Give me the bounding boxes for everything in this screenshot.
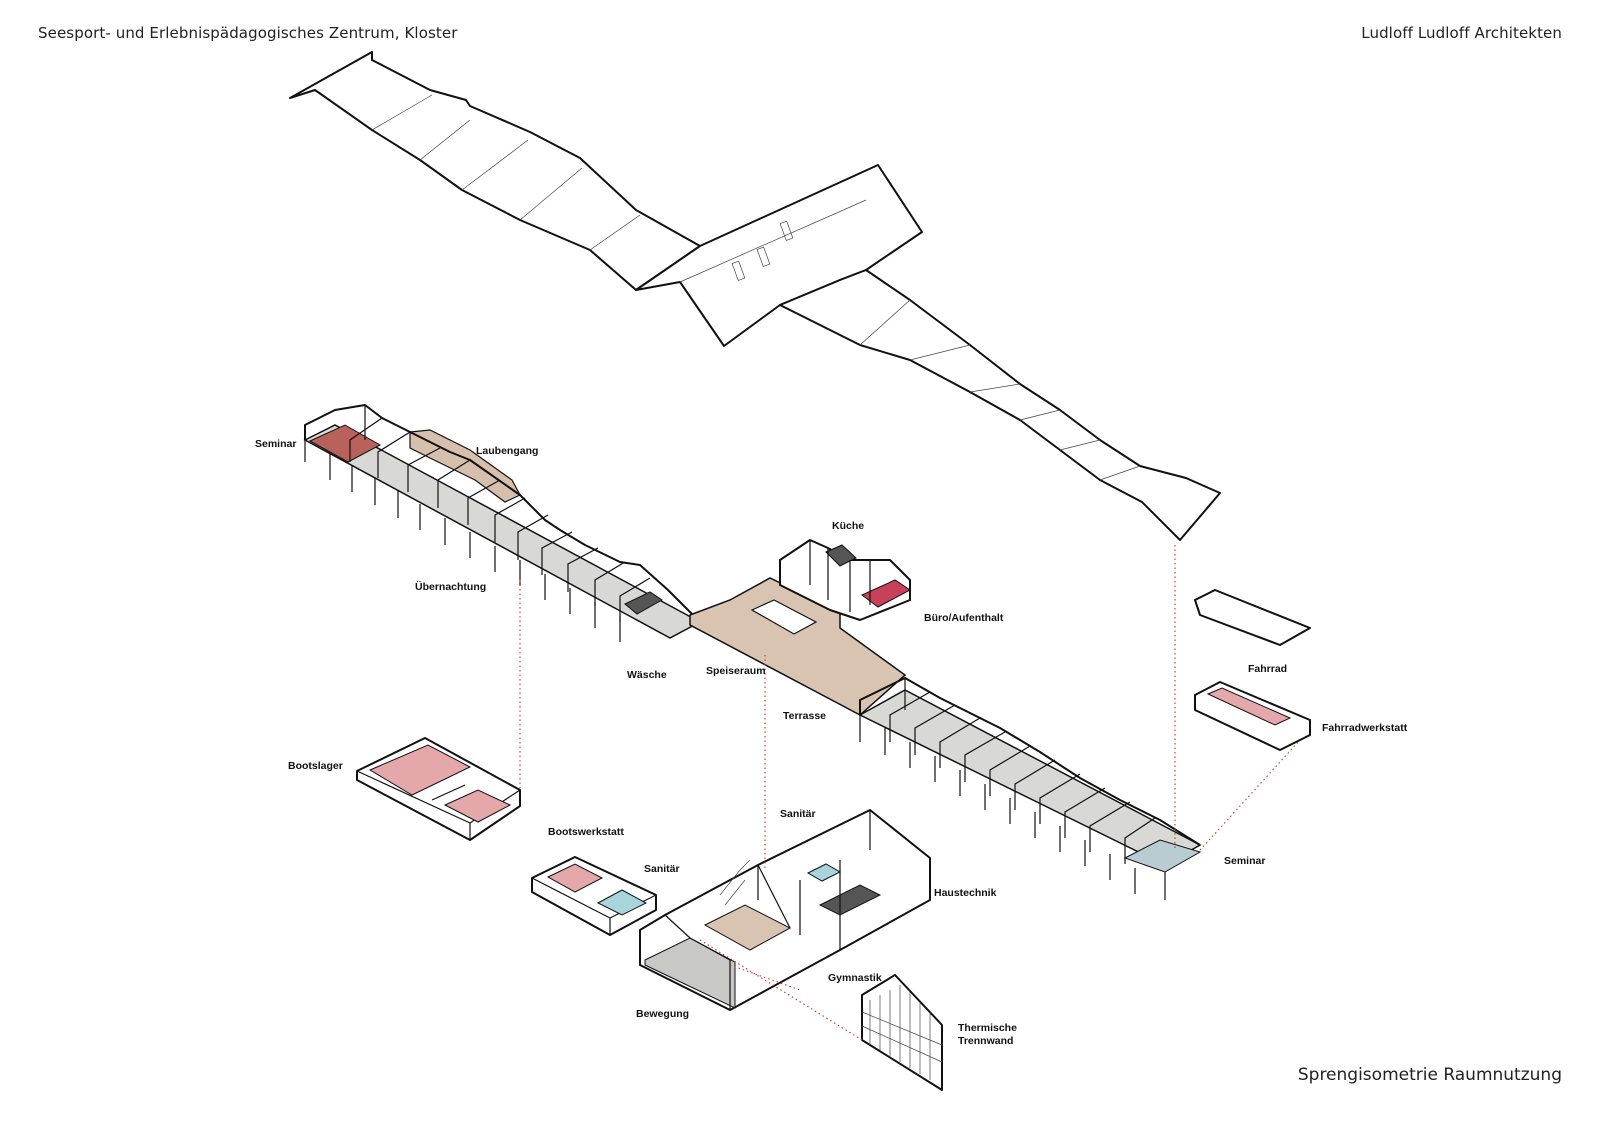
kueche-dark-floor bbox=[825, 544, 857, 567]
label-bootslager: Bootslager bbox=[288, 760, 343, 772]
drawing-caption: Sprengisometrie Raumnutzung bbox=[1297, 1065, 1562, 1085]
fahrrad-floor bbox=[1206, 687, 1292, 726]
speiseraum-opening bbox=[750, 599, 818, 635]
room-labels: Seminar Laubengang Übernachtung Wäsche K… bbox=[255, 438, 1408, 1047]
seminar-floor-right bbox=[1123, 839, 1202, 873]
left-wing-rooms bbox=[303, 404, 702, 642]
label-speiseraum: Speiseraum bbox=[706, 665, 766, 677]
bootslager-block bbox=[356, 737, 521, 841]
label-haustechnik: Haustechnik bbox=[934, 887, 997, 899]
speiseraum-floor bbox=[689, 577, 907, 716]
roof-left-wing bbox=[289, 51, 701, 291]
speiseraum-block bbox=[689, 577, 907, 716]
roof-right-wing bbox=[779, 269, 1221, 541]
bewegung-floor bbox=[644, 937, 736, 1009]
kueche-block bbox=[779, 539, 911, 621]
label-terrasse: Terrasse bbox=[783, 710, 826, 722]
label-sanitaer-left: Sanitär bbox=[644, 863, 680, 875]
label-laubengang: Laubengang bbox=[476, 445, 538, 457]
leader-lines bbox=[519, 545, 1301, 1041]
haustechnik-floor bbox=[818, 884, 882, 916]
label-thermische-line2: Trennwand bbox=[958, 1035, 1013, 1047]
skylight bbox=[779, 220, 794, 241]
waesche-floor bbox=[624, 591, 663, 615]
bootslager-floor bbox=[368, 744, 472, 796]
thermal-partition-wall bbox=[861, 974, 943, 1091]
bootswerkstatt-block bbox=[531, 856, 657, 936]
label-kueche: Küche bbox=[832, 520, 864, 532]
label-seminar-left: Seminar bbox=[255, 438, 296, 450]
project-title: Seesport- und Erlebnispädagogisches Zent… bbox=[38, 24, 458, 42]
skylight bbox=[731, 260, 746, 281]
label-buero: Büro/Aufenthalt bbox=[924, 612, 1004, 624]
label-waesche: Wäsche bbox=[627, 669, 667, 681]
fahrrad-roof bbox=[1194, 589, 1311, 646]
label-gymnastik: Gymnastik bbox=[828, 972, 882, 984]
label-fahrradwerkstatt: Fahrradwerkstatt bbox=[1322, 722, 1408, 734]
right-wing-rooms bbox=[858, 677, 1202, 900]
label-thermische-line1: Thermische bbox=[958, 1022, 1017, 1034]
seminar-floor-left bbox=[308, 424, 382, 463]
roof-structure bbox=[289, 51, 1221, 541]
label-sanitaer-top: Sanitär bbox=[780, 808, 816, 820]
label-fahrrad: Fahrrad bbox=[1248, 663, 1287, 675]
fahrrad-block bbox=[1194, 589, 1311, 751]
label-bootswerkstatt: Bootswerkstatt bbox=[548, 826, 624, 838]
label-bewegung: Bewegung bbox=[636, 1008, 689, 1020]
sanitaer-floor bbox=[596, 889, 648, 916]
label-uebernachtung: Übernachtung bbox=[415, 580, 486, 593]
bootswerkstatt-floor bbox=[546, 863, 604, 893]
architect-name: Ludloff Ludloff Architekten bbox=[1361, 24, 1562, 42]
buero-floor bbox=[861, 579, 911, 608]
label-seminar-right: Seminar bbox=[1224, 855, 1265, 867]
skylight bbox=[756, 246, 771, 267]
bootslager-floor-2 bbox=[443, 789, 512, 823]
main-hall bbox=[639, 809, 931, 1011]
right-wing-floor bbox=[858, 689, 1202, 866]
